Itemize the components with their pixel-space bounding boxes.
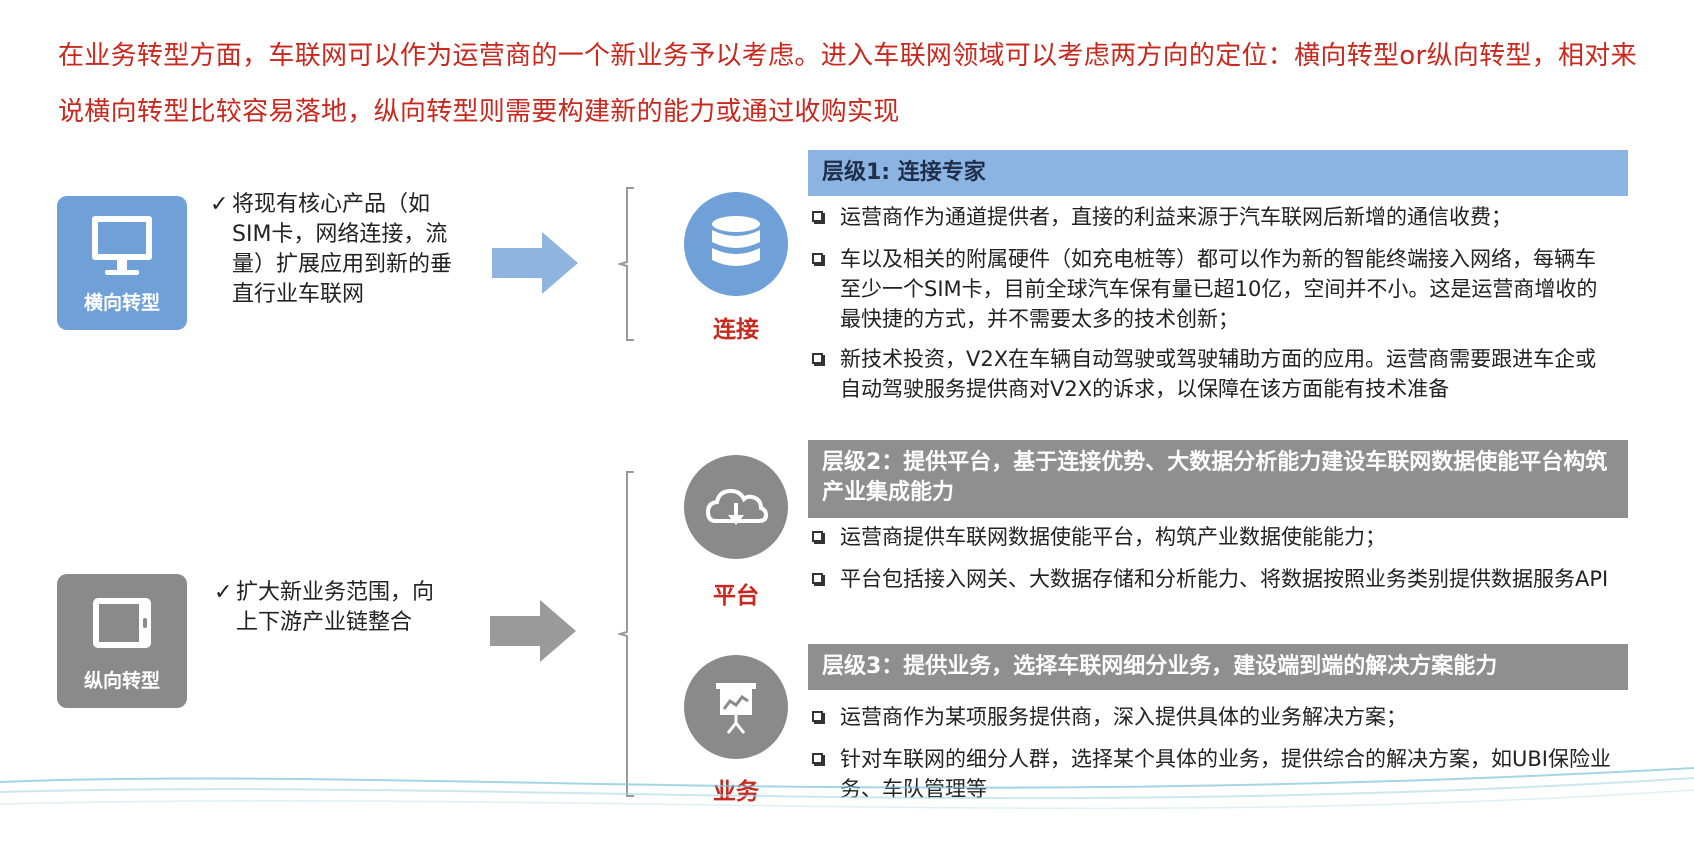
list-item: 车以及相关的附属硬件（如充电桩等）都可以作为新的智能终端接入网络，每辆车至少一个… xyxy=(812,244,1612,334)
connect-label: 连接 xyxy=(713,317,759,343)
list-item-text: 车以及相关的附属硬件（如充电桩等）都可以作为新的智能终端接入网络，每辆车至少一个… xyxy=(840,247,1598,331)
checkbox-bullet-icon xyxy=(812,353,823,364)
decorative-wave xyxy=(0,767,1694,810)
vertical-transform-description: ✓ 扩大新业务范围，向上下游产业链整合 xyxy=(214,578,444,638)
list-item-text: 新技术投资，V2X在车辆自动驾驶或驾驶辅助方面的应用。运营商需要跟进车企或自动驾… xyxy=(840,347,1597,401)
checkbox-bullet-icon xyxy=(812,531,823,542)
list-item: 平台包括接入网关、大数据存储和分析能力、将数据按照业务类别提供数据服务API xyxy=(812,564,1612,594)
tablet-icon xyxy=(93,598,151,648)
cloud-download-icon xyxy=(705,488,769,525)
horizontal-transform-description: ✓ 将现有核心产品（如SIM卡，网络连接，流量）扩展应用到新的垂直行业车联网 xyxy=(210,190,460,310)
list-item: 运营商作为某项服务提供商，深入提供具体的业务解决方案； xyxy=(812,702,1612,732)
list-item-text: 运营商作为通道提供者，直接的利益来源于汽车联网后新增的通信收费； xyxy=(840,205,1512,229)
list-item-text: 运营商提供车联网数据使能平台，构筑产业数据使能能力； xyxy=(840,525,1386,549)
vertical-transform-text: 扩大新业务范围，向上下游产业链整合 xyxy=(236,580,435,635)
level-3-header: 层级3：提供业务，选择车联网细分业务，建设端到端的解决方案能力 xyxy=(808,644,1628,690)
horizontal-transform-card: 横向转型 xyxy=(57,196,187,330)
bracket-divider xyxy=(618,471,634,797)
right-arrow-icon xyxy=(490,600,576,662)
platform-label: 平台 xyxy=(713,583,759,609)
vertical-transform-label: 纵向转型 xyxy=(83,670,160,692)
level-2-header: 层级2：提供平台，基于连接优势、大数据分析能力建设车联网数据使能平台构筑产业集成… xyxy=(808,440,1628,518)
right-arrow-icon xyxy=(492,232,578,294)
business-circle xyxy=(684,655,788,759)
monitor-icon xyxy=(92,216,152,275)
checkbox-bullet-icon xyxy=(812,711,823,722)
list-item: 运营商作为通道提供者，直接的利益来源于汽车联网后新增的通信收费； xyxy=(812,202,1612,232)
platform-circle xyxy=(684,455,788,559)
bracket-divider xyxy=(618,187,634,341)
database-icon xyxy=(712,216,760,266)
list-item: 新技术投资，V2X在车辆自动驾驶或驾驶辅助方面的应用。运营商需要跟进车企或自动驾… xyxy=(812,344,1612,404)
checkbox-bullet-icon xyxy=(812,573,823,584)
check-icon: ✓ xyxy=(214,580,233,605)
checkbox-bullet-icon xyxy=(812,211,823,222)
horizontal-transform-text: 将现有核心产品（如SIM卡，网络连接，流量）扩展应用到新的垂直行业车联网 xyxy=(232,192,453,307)
list-item-text: 运营商作为某项服务提供商，深入提供具体的业务解决方案； xyxy=(840,705,1407,729)
list-item: 运营商提供车联网数据使能平台，构筑产业数据使能能力； xyxy=(812,522,1612,552)
check-icon: ✓ xyxy=(210,192,229,217)
horizontal-transform-label: 横向转型 xyxy=(83,292,160,314)
headline: 在业务转型方面，车联网可以作为运营商的一个新业务予以考虑。进入车联网领域可以考虑… xyxy=(58,41,1637,127)
vertical-transform-card: 纵向转型 xyxy=(57,574,187,708)
checkbox-bullet-icon xyxy=(812,753,823,764)
checkbox-bullet-icon xyxy=(812,253,823,264)
connect-circle xyxy=(684,192,788,296)
presentation-board-icon xyxy=(716,683,756,734)
level-1-header: 层级1: 连接专家 xyxy=(808,150,1628,196)
business-label: 业务 xyxy=(713,779,759,805)
list-item-text: 平台包括接入网关、大数据存储和分析能力、将数据按照业务类别提供数据服务API xyxy=(840,567,1609,591)
